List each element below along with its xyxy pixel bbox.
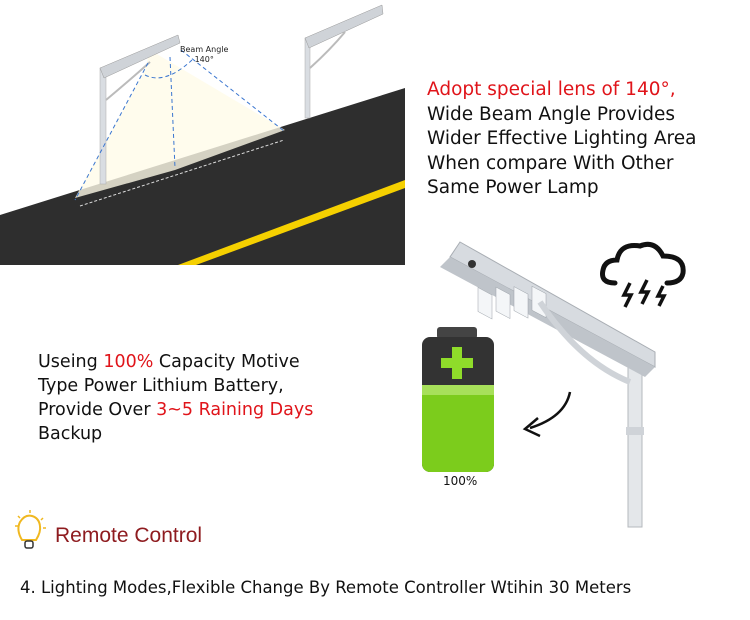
lens-line: When compare With Other <box>427 152 674 174</box>
street-lamp-right <box>304 4 384 119</box>
text: Useing <box>38 352 104 372</box>
light-cone <box>75 50 285 198</box>
lightbulb-icon <box>15 510 46 549</box>
remote-control-description: 4. Lighting Modes,Flexible Change By Rem… <box>20 578 632 597</box>
battery-line: Provide Over 3~5 Raining Days <box>38 398 313 422</box>
beam-lines <box>74 49 285 201</box>
battery-line: Backup <box>38 424 103 444</box>
battery-percent-label: 100% <box>443 474 478 488</box>
text: Capacity Motive <box>153 352 300 372</box>
lens-line: Wide Beam Angle Provides <box>427 103 676 125</box>
beam-angle-diagram <box>0 4 405 265</box>
lens-line: Same Power Lamp <box>427 177 599 198</box>
lens-feature-text: Adopt special lens of 140°, Wide Beam An… <box>427 78 696 201</box>
lens-highlight: Adopt special lens of 140°, <box>427 79 676 100</box>
text: Provide Over <box>38 400 157 420</box>
arrow-icon <box>529 391 572 430</box>
battery-line: Useing 100% Capacity Motive <box>38 350 313 374</box>
battery-icon <box>422 327 494 472</box>
beam-angle-value: 140° <box>194 55 214 64</box>
battery-feature-text: Useing 100% Capacity Motive Type Power L… <box>38 350 313 446</box>
coverage-arrow <box>79 139 285 207</box>
solar-street-light <box>440 241 656 528</box>
battery-line: Type Power Lithium Battery, <box>38 376 284 396</box>
street-lamp-left <box>99 34 181 185</box>
lens-line: Wider Effective Lighting Area <box>427 128 697 149</box>
remote-control-heading: Remote Control <box>55 524 203 547</box>
capacity-highlight: 100% <box>103 352 154 372</box>
road-center-line <box>178 180 405 265</box>
rain-cloud-icon <box>600 241 686 308</box>
beam-angle-title: Beam Angle <box>180 45 229 54</box>
raining-days-highlight: 3~5 Raining Days <box>156 400 314 420</box>
beam-angle-label: Beam Angle 140° <box>180 45 228 65</box>
